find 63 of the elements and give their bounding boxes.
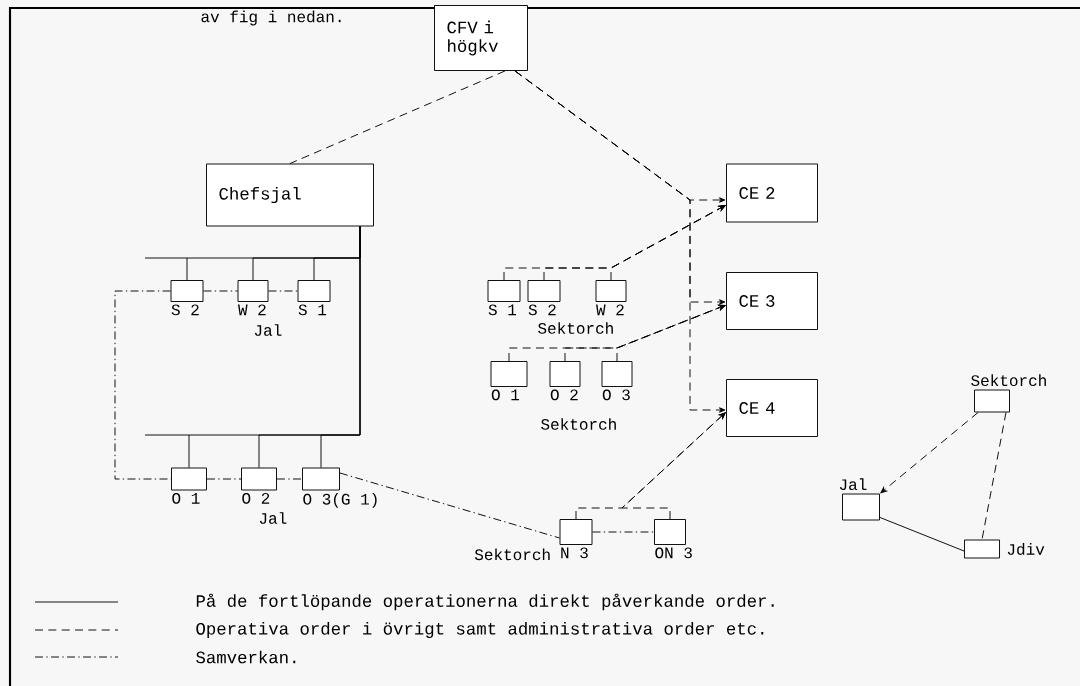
connector — [339, 472, 560, 539]
connector — [621, 412, 726, 520]
node-label: O 3(G 1) — [303, 492, 377, 508]
small-unit-box: O 1 — [171, 467, 207, 504]
small-unit-box: ON 3 — [654, 519, 692, 559]
small-unit-box: S 1 — [487, 280, 521, 316]
node-label: W 2 — [596, 304, 624, 316]
connector — [320, 226, 361, 468]
unit-box: CFV i högkv — [434, 5, 528, 71]
small-unit-box: S 1 — [297, 280, 331, 316]
connector — [514, 70, 726, 413]
node-label: N 3 — [561, 547, 588, 559]
small-unit-box: O 1 — [490, 361, 528, 401]
group-label: Sektorch — [538, 322, 613, 334]
node-label: O 3 — [602, 389, 630, 401]
connector — [203, 290, 238, 292]
small-unit-box: N 3 — [559, 519, 593, 559]
node-label: S 2 — [528, 304, 556, 316]
small-unit-box: Jal — [839, 478, 880, 521]
small-unit-box: O 3(G 1) — [302, 467, 377, 508]
connector — [880, 412, 979, 494]
connector — [616, 304, 726, 362]
node-label: S 1 — [488, 304, 517, 316]
small-unit-box: O 2 — [549, 361, 581, 401]
small-unit-box: Sektorch — [971, 374, 1046, 413]
unit-box: CE 2 — [726, 163, 818, 223]
connector — [268, 290, 298, 292]
group-label: av fig i nedan. — [201, 10, 341, 26]
small-unit-box: W 2 — [595, 280, 627, 316]
node-label: Jdiv — [1007, 543, 1045, 555]
legend-text: Samverkan. — [196, 650, 296, 664]
node-label: S 1 — [298, 304, 327, 316]
group-label: Jal — [254, 324, 282, 336]
small-unit-box: Jdiv — [964, 539, 1045, 559]
node-label: ON 3 — [655, 547, 692, 559]
unit-box: CE 3 — [726, 272, 818, 330]
legend-text: På de fortlöpande operationerna direkt påverkande order. — [196, 593, 774, 611]
node-label: O 2 — [550, 389, 578, 401]
node-label: Jal — [839, 478, 867, 491]
connector — [610, 205, 726, 281]
connector — [879, 517, 965, 552]
group-label: Jal — [259, 512, 287, 524]
small-unit-box: O 3 — [601, 361, 633, 401]
small-unit-box: S 2 — [170, 280, 204, 316]
legend-text: Operativa order i övrigt samt administrativa order etc. — [196, 621, 764, 639]
small-unit-box: S 2 — [527, 280, 561, 316]
node-label: Sektorch — [971, 374, 1046, 387]
connector — [289, 70, 506, 164]
small-unit-box: W 2 — [237, 280, 269, 316]
group-label: Sektorch — [541, 418, 616, 430]
node-label: S 2 — [171, 304, 199, 316]
small-unit-box: O 2 — [241, 467, 277, 504]
unit-box: CE 4 — [726, 379, 818, 437]
unit-box: Chefsjal — [206, 163, 374, 227]
node-label: O 1 — [172, 492, 200, 504]
connector — [206, 478, 242, 480]
node-label: O 1 — [491, 389, 520, 401]
connector — [276, 478, 303, 480]
node-label: W 2 — [238, 304, 266, 316]
node-label: O 2 — [242, 492, 270, 504]
connector — [114, 290, 172, 480]
unit-label: Sektorch — [474, 548, 550, 561]
connector — [592, 531, 655, 533]
